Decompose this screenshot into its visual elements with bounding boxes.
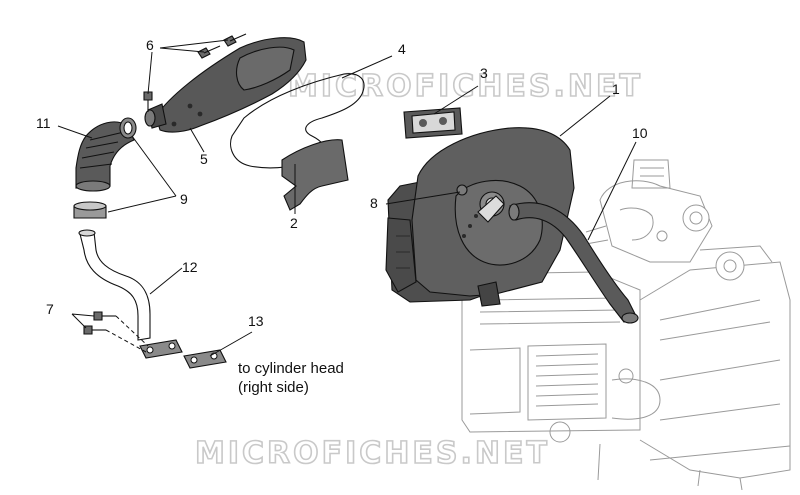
gasket: [230, 73, 365, 169]
inlet-sleeve: [75, 121, 135, 192]
note-line-2: (right side): [238, 379, 309, 396]
bolts-7: [83, 311, 149, 353]
screws-6: [143, 33, 247, 112]
callout-7: 7: [46, 301, 54, 317]
callout-9: 9: [180, 191, 188, 207]
callout-12: 12: [182, 259, 198, 275]
tube: [79, 231, 151, 341]
callout-10: 10: [632, 125, 648, 141]
callout-13: 13: [248, 313, 264, 329]
callout-3: 3: [480, 65, 488, 81]
callout-5: 5: [200, 151, 208, 167]
callout-4: 4: [398, 41, 406, 57]
flanges: [139, 339, 227, 369]
engine-ghost: [461, 159, 791, 491]
plate: [281, 139, 349, 211]
tube-end: [78, 229, 96, 237]
callout-11: 11: [36, 115, 51, 131]
clamps: [73, 117, 137, 219]
filter-element: [403, 107, 463, 139]
leader-lines: [57, 39, 637, 357]
rubber-hose: [508, 202, 639, 324]
callout-2: 2: [290, 215, 298, 231]
callout-6: 6: [146, 37, 154, 53]
air-duct: [144, 37, 307, 133]
callout-8: 8: [370, 195, 378, 211]
note-line-1: to cylinder head: [238, 360, 344, 377]
callout-1: 1: [612, 81, 620, 97]
belt-cover: [385, 127, 575, 307]
callouts: 1 2 3 4 5 6 7 8 9 10 11 12 13: [36, 37, 648, 329]
watermark-bottom: MICROFICHES.NET: [195, 436, 550, 471]
